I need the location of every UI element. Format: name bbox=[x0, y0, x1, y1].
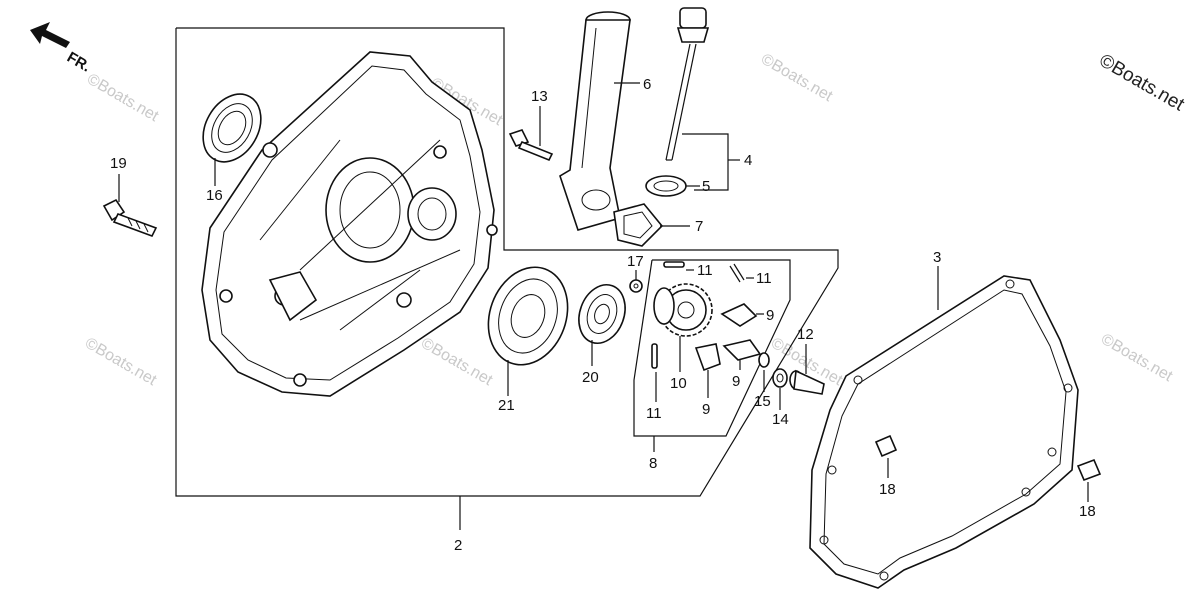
callout-15: 15 bbox=[754, 393, 771, 410]
callout-17: 17 bbox=[627, 253, 644, 270]
ball-bearing-large bbox=[487, 266, 569, 366]
callout-11-pin-b: 11 bbox=[756, 270, 772, 287]
callout-18-dowel-a: 18 bbox=[879, 481, 896, 498]
watermark: ©Boats.net bbox=[82, 335, 160, 390]
callout-2: 2 bbox=[454, 537, 462, 554]
governor-pin bbox=[651, 261, 745, 369]
callout-9-weight-b: 9 bbox=[732, 373, 740, 390]
callout-7: 7 bbox=[695, 218, 703, 235]
callout-18-dowel-b: 18 bbox=[1079, 503, 1096, 520]
direction-label: FR. bbox=[64, 49, 93, 76]
callout-4: 4 bbox=[744, 152, 752, 169]
ball-bearing-small bbox=[578, 284, 626, 344]
watermark: ©Boats.net bbox=[1098, 331, 1176, 386]
front-direction-arrow-icon: FR. bbox=[30, 22, 93, 76]
crankcase-gasket bbox=[809, 275, 1079, 589]
callout-12: 12 bbox=[797, 326, 814, 343]
dowel-pin bbox=[874, 434, 1102, 482]
callout-9-weight-c: 9 bbox=[702, 401, 710, 418]
callout-10: 10 bbox=[670, 375, 687, 392]
callout-6: 6 bbox=[643, 76, 651, 93]
callout-19: 19 bbox=[110, 155, 127, 172]
callout-9-weight-a: 9 bbox=[766, 307, 774, 324]
callout-21: 21 bbox=[498, 397, 515, 414]
watermark: ©Boats.net bbox=[758, 51, 836, 106]
callout-11-pin-c: 11 bbox=[646, 405, 662, 422]
callout-8: 8 bbox=[649, 455, 657, 472]
callout-14: 14 bbox=[772, 411, 789, 428]
flange-bolt bbox=[102, 198, 158, 237]
assembly-boundary-box bbox=[175, 27, 839, 497]
governor-shaft-washer bbox=[772, 368, 788, 388]
washer bbox=[629, 279, 643, 293]
callout-5: 5 bbox=[702, 178, 710, 195]
watermark: ©Boats.net bbox=[418, 335, 496, 390]
dipstick-oil-level-gauge bbox=[665, 7, 710, 161]
governor-gear bbox=[653, 283, 713, 337]
governor-weight bbox=[694, 303, 762, 372]
flange-bolt-small bbox=[508, 129, 554, 162]
watermark: ©Boats.net bbox=[84, 71, 162, 126]
watermark-corner: ©Boats.net bbox=[1096, 50, 1189, 116]
governor-assembly-bracket bbox=[633, 259, 791, 437]
callout-16: 16 bbox=[206, 187, 223, 204]
o-ring bbox=[645, 175, 687, 197]
crankcase-cover bbox=[201, 51, 498, 397]
callout-13: 13 bbox=[531, 88, 548, 105]
callout-3: 3 bbox=[933, 249, 941, 266]
oil-filler-tube bbox=[559, 11, 631, 231]
filler-tube-gasket bbox=[613, 203, 664, 247]
governor-shaft bbox=[789, 369, 825, 395]
callout-20: 20 bbox=[582, 369, 599, 386]
callout-11-pin-a: 11 bbox=[697, 262, 713, 279]
governor-circlip bbox=[758, 352, 770, 368]
oil-seal bbox=[202, 93, 262, 163]
